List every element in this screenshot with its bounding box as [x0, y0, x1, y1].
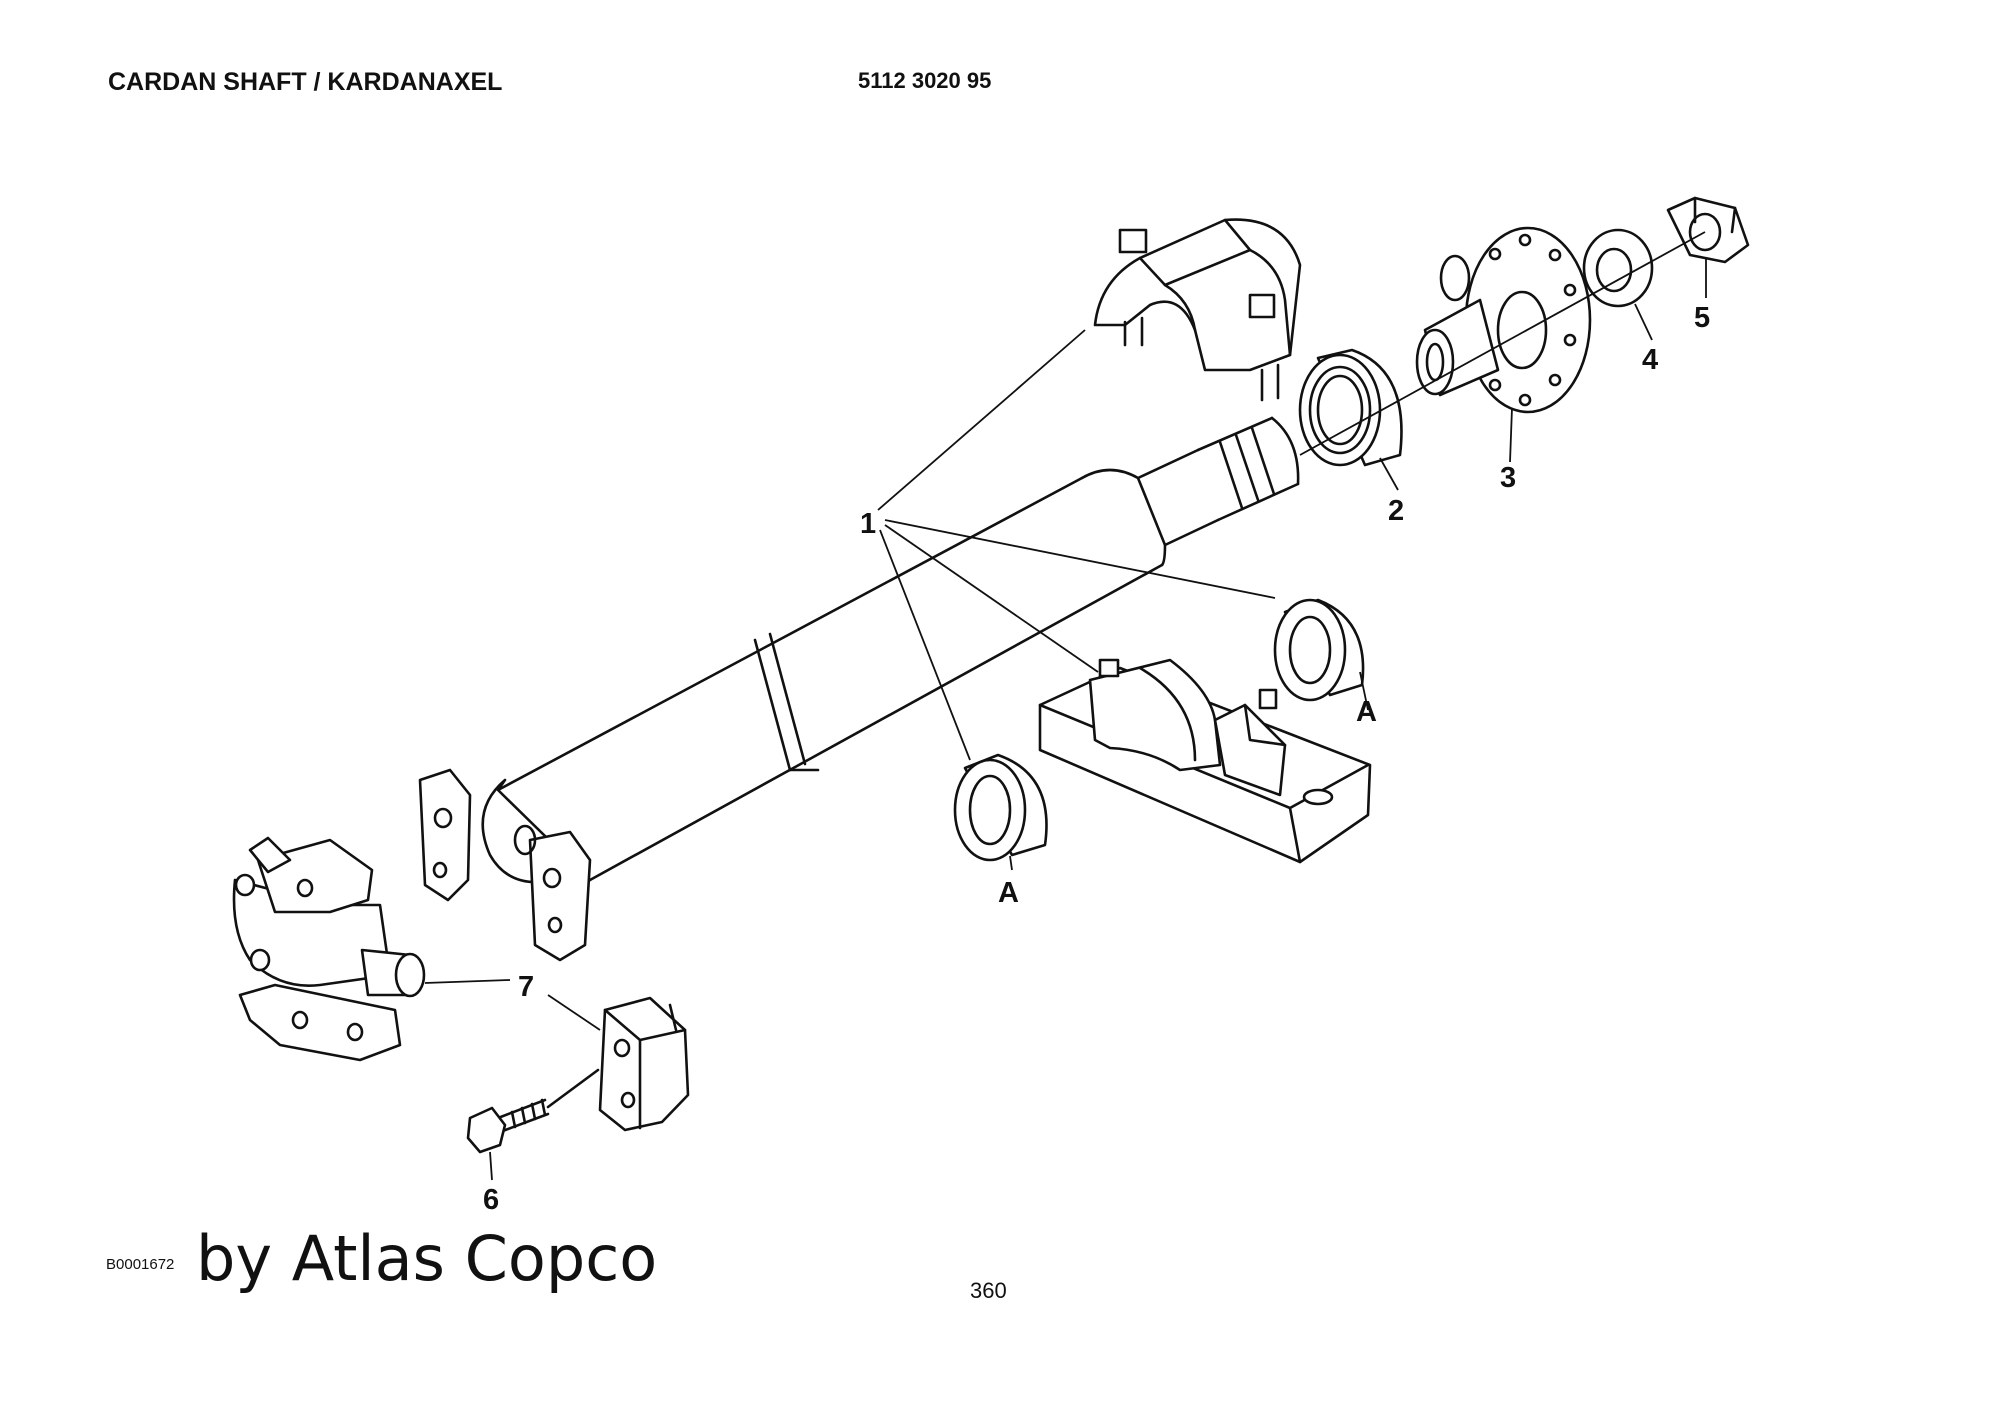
callout-7: 7 [518, 971, 534, 1003]
break-mark [768, 632, 807, 766]
leader-lines [424, 258, 1707, 1181]
callout-a-left: A [998, 877, 1019, 909]
callout-4: 4 [1642, 344, 1658, 376]
callout-6: 6 [483, 1184, 499, 1216]
part-number: 5112 3020 95 [858, 68, 992, 93]
bearing-pedestal [1038, 658, 1372, 864]
companion-flange [1415, 226, 1592, 414]
joint-bearing-cap [598, 996, 690, 1132]
spline-stub [1196, 416, 1300, 522]
shaft-seal-left [953, 753, 1048, 862]
callout-a-right: A [1356, 696, 1377, 728]
page-number: 360 [970, 1278, 1007, 1303]
callout-3: 3 [1500, 462, 1516, 494]
universal-joint [232, 836, 426, 1062]
callout-1: 1 [860, 508, 876, 540]
brand-watermark: by Atlas Copco [196, 1222, 658, 1295]
shaft-seal-right [1273, 598, 1365, 702]
page-title: CARDAN SHAFT / KARDANAXEL [108, 68, 503, 96]
castle-nut [1666, 196, 1750, 264]
bolt [466, 1068, 600, 1154]
upper-bearing-cap [1093, 218, 1302, 402]
shaft-yoke [418, 768, 592, 962]
figure-id: B0001672 [106, 1256, 175, 1273]
callout-5: 5 [1694, 302, 1710, 334]
assembly-axis-line [1299, 231, 1706, 456]
ball-bearing [1298, 348, 1403, 467]
break-mark [753, 638, 792, 772]
callout-2: 2 [1388, 495, 1404, 527]
washer [1582, 228, 1654, 308]
cardan-shaft-tube [496, 416, 1300, 882]
